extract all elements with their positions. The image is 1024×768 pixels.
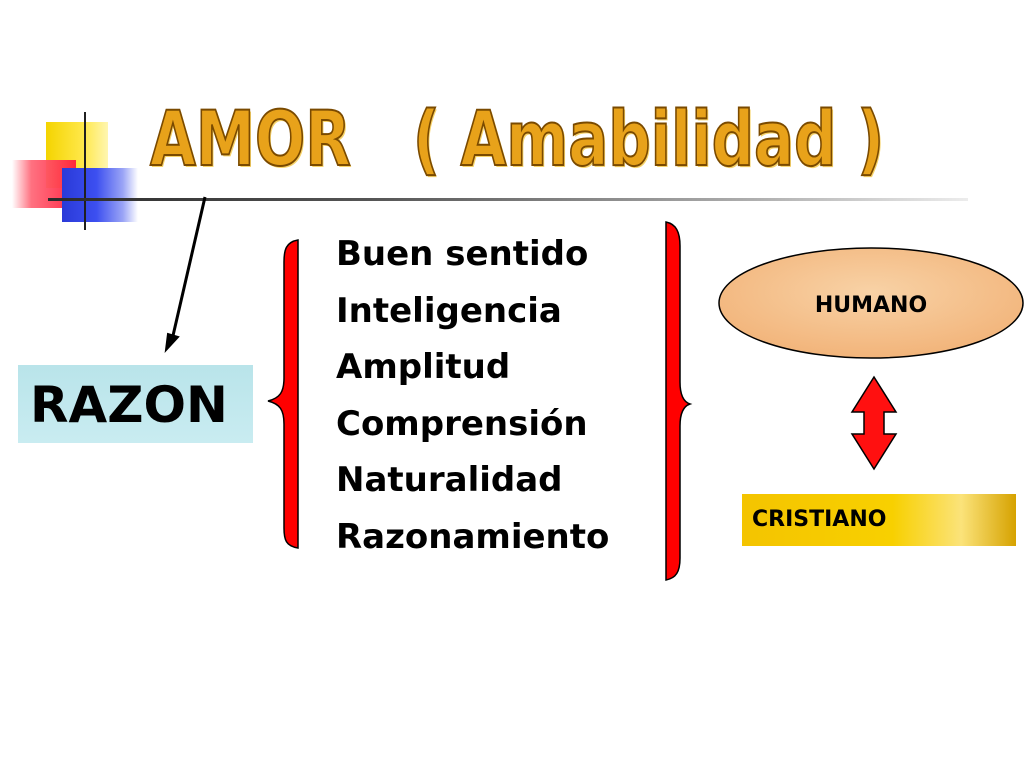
humano-ellipse <box>718 247 1024 359</box>
logo-vertical-line <box>84 112 86 230</box>
trait-item: Inteligencia <box>336 290 562 331</box>
trait-item: Naturalidad <box>336 460 563 500</box>
right-brace <box>665 221 693 581</box>
razon-label: RAZON <box>30 376 228 434</box>
cristiano-box <box>742 494 1016 546</box>
razon-box <box>18 365 253 443</box>
pointer-arrow <box>164 196 207 353</box>
title-underline <box>48 198 968 201</box>
left-brace <box>267 239 299 549</box>
logo-blue-square <box>62 168 138 222</box>
trait-item: Razonamiento <box>336 516 610 557</box>
humano-label: HUMANO <box>814 293 928 318</box>
trait-item: Amplitud <box>336 347 511 387</box>
cristiano-label: CRISTIANO <box>752 507 887 532</box>
trait-item: Comprensión <box>336 403 588 444</box>
trait-list: Buen sentido Inteligencia Amplitud Compr… <box>336 226 609 565</box>
trait-item: Buen sentido <box>336 234 589 274</box>
double-arrow <box>850 375 898 471</box>
